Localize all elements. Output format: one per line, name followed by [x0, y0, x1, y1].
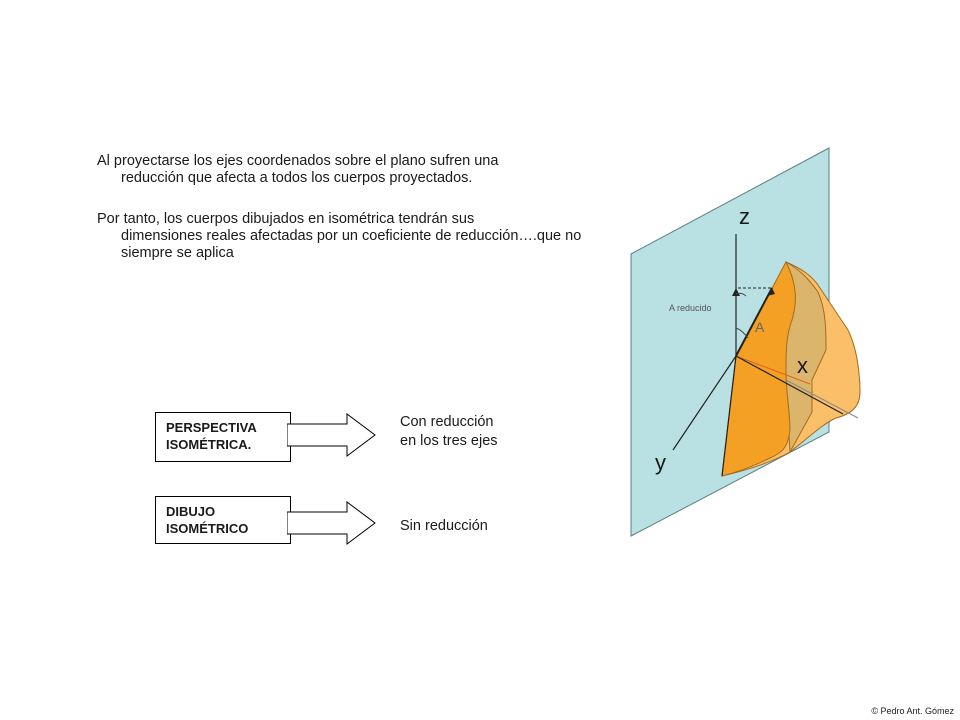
body-diagonal — [735, 355, 811, 385]
angle-arc-reduced — [735, 292, 747, 297]
intro-paragraph-2-line1: Por tanto, los cuerpos dibujados en isom… — [97, 211, 475, 227]
body-front-face — [721, 260, 796, 477]
axis-y-label: y — [655, 450, 666, 475]
dibujo-line2: ISOMÉTRICO — [166, 521, 249, 536]
reduced-arrowhead — [732, 288, 740, 296]
intro-paragraph-2-rest: dimensiones reales afectadas por un coef… — [121, 228, 582, 261]
axis-x-label: x — [797, 353, 808, 378]
perspectiva-isometrica-box: PERSPECTIVA ISOMÉTRICA. — [155, 412, 291, 462]
perspectiva-line2: ISOMÉTRICA. — [166, 437, 252, 452]
sin-reduccion-text: Sin reducción — [400, 518, 488, 534]
arrow-right-icon — [287, 501, 376, 545]
con-reduccion-line2: en los tres ejes — [400, 433, 498, 449]
copyright: © Pedro Ant. Gómez — [871, 706, 954, 716]
intro-paragraph-1-line1: Al proyectarse los ejes coordenados sobr… — [97, 153, 499, 169]
perspectiva-line1: PERSPECTIVA — [166, 420, 257, 435]
con-reduccion-line1: Con reducción — [400, 414, 494, 430]
arrow-right-icon — [287, 413, 376, 457]
intro-paragraph-1-rest: reducción que afecta a todos los cuerpos… — [121, 170, 473, 186]
angle-a-label: A — [755, 319, 765, 335]
axis-z-label: z — [739, 204, 750, 229]
intro-paragraph-1: Al proyectarse los ejes coordenados sobr… — [97, 153, 591, 187]
intro-paragraph-2: Por tanto, los cuerpos dibujados en isom… — [97, 211, 591, 262]
hidden-y-edge — [721, 355, 737, 477]
y-axis-line — [672, 355, 737, 451]
dibujo-isometrico-box: DIBUJO ISOMÉTRICO — [155, 496, 291, 544]
x-axis-line — [735, 355, 844, 415]
con-reduccion-text: Con reducción en los tres ejes — [400, 413, 498, 451]
true-edge-arrowhead — [767, 288, 775, 296]
dibujo-line1: DIBUJO — [166, 504, 216, 519]
x-axis-behind — [785, 379, 859, 419]
a-reducido-label: A reducido — [669, 303, 712, 313]
true-edge-line — [735, 287, 773, 357]
body-shadow-face — [785, 261, 827, 454]
angle-arc-a — [735, 327, 749, 339]
